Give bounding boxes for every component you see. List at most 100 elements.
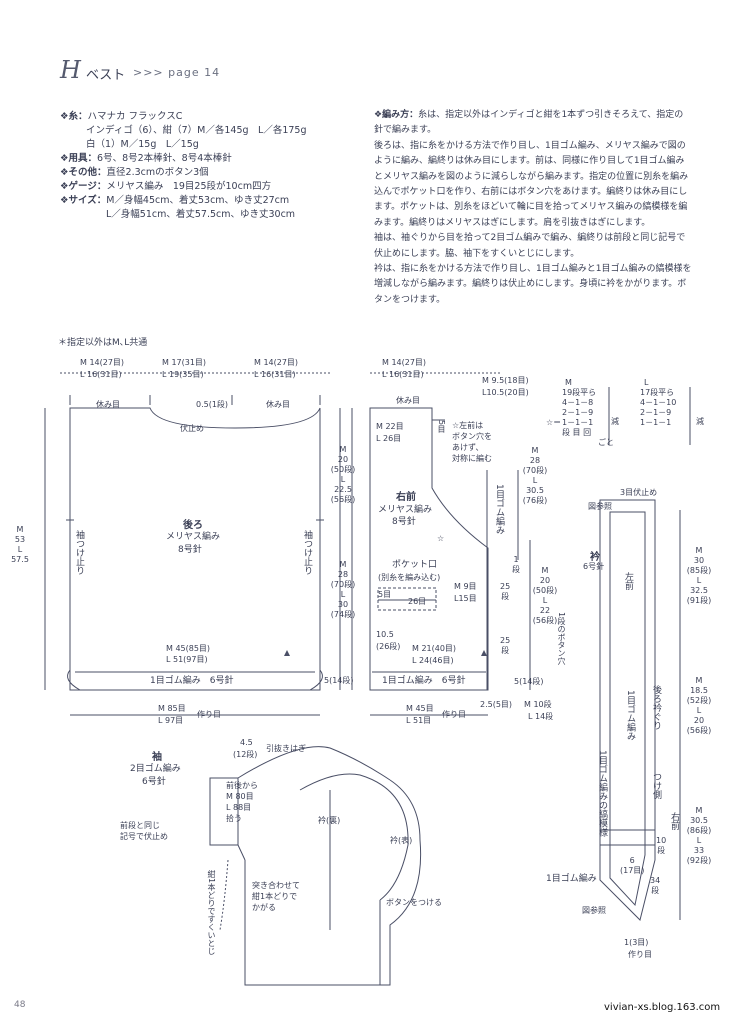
collar-needle: 6号針 [583,562,605,571]
collar-bindoff: 3目伏止め [620,488,658,497]
decrease-every: ごと [598,438,614,447]
yarn-label: ❖糸： [60,111,88,122]
page-reference: >>> page 14 [133,66,221,79]
back-rib-rows: 5(14段) [324,676,354,685]
collar-cast-on-count: 1(3目) [624,938,649,947]
front-rib: 1目ゴム編み 6号針 [382,676,466,686]
instructions-label: ❖編み方： [374,110,419,120]
back-rib: 1目ゴム編み 6号針 [150,676,234,686]
collar-rib-bottom: 1目ゴム編み [546,874,597,884]
back-castón-m: M 85目 [158,704,186,713]
instructions-p2: 後ろは、指に糸をかける方法で作り目し、1目ゴム編み、メリヤス編みで図のように編み… [374,140,689,228]
pocket-label: ポケット口 [392,560,438,570]
gauge-label: ❖ゲージ： [60,181,107,192]
front-width-l: L 24(46目) [412,656,454,665]
front-rib-rows: 5(14段) [514,677,544,686]
back-armhole-mark-right: 袖つけ止り [302,530,312,575]
decrease-m-head: M [565,378,572,387]
collar-back-neck: 後ろ衿ぐり [651,685,661,730]
collar-stripe: 1目ゴム編みの縞模様 [597,750,607,837]
front-top-m: M 14(27目) [382,358,427,367]
instructions-p1: 糸は、指定以外はインディゴと紺を1本ずつ引きそろえて、指定の針で編みます。 [374,110,684,136]
front-stitch: メリヤス編み [378,505,433,515]
pocket-26: 26目 [408,597,427,606]
instructions-block: ❖編み方：糸は、指定以外はインディゴと紺を1本ずつ引きそろえて、指定の針で編みま… [374,108,692,308]
front-bottom-25: 2.5(5目) [480,700,513,709]
back-row-1: 0.5(1段) [196,400,229,409]
credit-watermark: vivian-xs.blog.163.com [604,1002,721,1013]
back-rest-left: 休み目 [96,400,120,409]
decrease-star: ☆＝ [546,418,562,427]
sleeve-needle: 6号針 [142,777,166,787]
front-width-m: M 21(40目) [412,644,457,653]
collar-name: 衿 [590,552,600,563]
common-note: ＊指定以外はM､L共通 [58,338,148,348]
back-armhole-mark-left: 袖つけ止り [74,530,84,575]
size-l: L／身幅51cm、着丈57.5cm、ゆき丈30cm [106,209,296,220]
size-label: ❖サイズ： [60,195,107,206]
front-needle: 8号針 [392,517,416,527]
back-top-right-l: L 16(31目) [254,370,296,379]
front-rest-m: M 22目 [376,422,404,431]
sleeve-slip-seam: 引抜きはぎ [266,744,306,753]
sleeve-whip-stitch: 紺1本どりですくいとじ [207,870,216,956]
collar-right-front: 右前 [669,812,679,830]
gauge-text: メリヤス編み 19目25段が10cm四方 [106,181,272,192]
back-rest-right: 休み目 [266,400,290,409]
sleeve-bind-off-note: 前段と同じ記号で伏止め [120,821,168,841]
back-top-mid-l: L 19(35目) [162,370,204,379]
header-logo: H [60,56,81,84]
front-top-l: L 16(31目) [382,370,424,379]
pocket-note: (別糸を編み込む) [378,573,441,582]
back-cast-on-l: L 97目 [158,716,184,725]
front-neck-l: L10.5(20目) [482,388,529,397]
sleeve-name: 袖 [152,752,162,763]
front-rest-l: L 26目 [376,434,402,443]
front-note: ☆左前はボタン穴をあけず、対称に編む [452,421,492,463]
size-m: M／身幅45cm、着丈53cm、ゆき丈27cm [106,195,290,206]
sleeve-depth: 4.5 [240,738,253,747]
other-text: 直径2.3cmのボタン3個 [106,167,209,178]
front-cast-on-m: M 45目 [406,704,434,713]
collar-six: 6(17目) [620,856,645,875]
front-105-rows: (26段) [376,642,401,651]
pocket-five: 5目 [378,590,392,599]
yarn-line-1: ハマナカ フラックスC [87,111,183,122]
yarn-line-2: インディゴ（6）、紺（7）M／各145g L／各175g [86,125,307,136]
sleeve-button-note: ボタンをつける [386,898,442,907]
back-top-left-l: L 16(31目) [80,370,122,379]
front-name: 右前 [396,492,416,503]
sleeve-seam-note: 突き合わせて紺1本どりでかがる [252,881,300,912]
front-star: ☆ [437,534,445,543]
sleeve-collar-front: 衿(表) [390,836,413,845]
front-cast-on: 作り目 [442,710,466,719]
back-top-left-m: M 14(27目) [80,358,125,367]
back-top-right-m: M 14(27目) [254,358,299,367]
page-title: ベスト [86,68,126,83]
back-bindoff: 伏止め [180,424,204,433]
collar-attach-side: つけ側 [651,772,661,799]
back-width-m: M 45(85目) [166,644,211,653]
materials-block: ❖糸：ハマナカ フラックスC インディゴ（6）、紺（7）M／各145g L／各1… [60,110,307,222]
pocket-m: M 9目 [454,582,477,591]
back-needle: 8号針 [178,545,202,555]
back-width-l: L 51(97目) [166,655,208,664]
other-label: ❖その他： [60,167,107,178]
sleeve-depth-rows: (12段) [233,750,258,759]
front-rest: 休み目 [396,396,420,405]
tools-text: 6号、8号2本棒針、8号4本棒針 [97,153,232,164]
collar-left-front: 左前 [623,572,633,590]
front-five-stitches: 5目 [437,420,446,434]
collar-rib: 1目ゴム編み [625,690,635,741]
pocket-l: L15目 [454,594,477,603]
